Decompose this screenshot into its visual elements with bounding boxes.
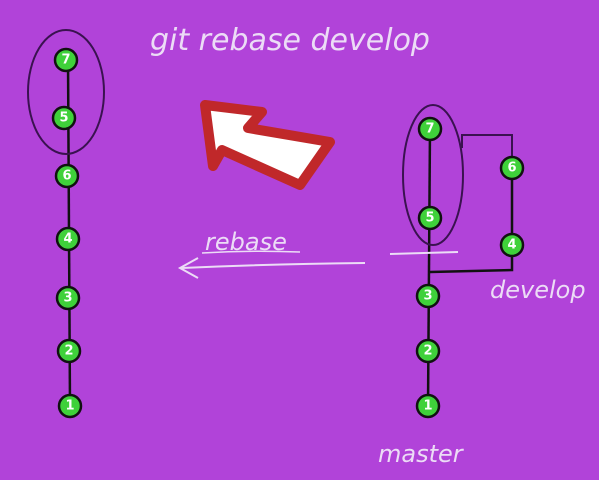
svg-text:7: 7 (425, 122, 434, 137)
master-commit-5: 5 (417, 205, 443, 231)
svg-text:3: 3 (423, 289, 432, 304)
master-branch-label: master (378, 440, 465, 468)
left-commit-5: 5 (51, 105, 77, 131)
svg-text:3: 3 (63, 291, 72, 306)
svg-text:2: 2 (423, 344, 432, 359)
svg-text:4: 4 (507, 238, 516, 253)
master-commit-3: 3 (415, 283, 441, 309)
svg-text:2: 2 (64, 344, 73, 359)
master-commit-1: 1 (415, 393, 441, 419)
svg-text:7: 7 (61, 53, 70, 68)
develop-commit-4: 4 (499, 232, 525, 258)
master-line (426, 126, 432, 409)
right-history: 7 5 3 2 1 6 4 (389, 104, 525, 419)
left-commit-3: 3 (55, 285, 81, 311)
left-commit-2: 2 (56, 338, 82, 364)
diagram-title: git rebase develop (150, 23, 430, 58)
svg-text:1: 1 (423, 399, 432, 414)
develop-link-line (461, 134, 513, 160)
rebase-arrow-icon (177, 257, 366, 279)
left-history: 7 5 6 4 3 2 1 (27, 29, 105, 419)
svg-text:6: 6 (507, 161, 516, 176)
master-commit-2: 2 (415, 338, 441, 364)
svg-text:6: 6 (62, 169, 71, 184)
develop-commit-6: 6 (499, 155, 525, 181)
left-commit-7: 7 (53, 47, 79, 73)
svg-text:5: 5 (59, 111, 68, 126)
rebase-underline (201, 250, 301, 254)
master-commit-7: 7 (417, 116, 443, 142)
develop-branch-line (429, 168, 514, 274)
left-commit-4: 4 (55, 226, 81, 252)
right-highlight-ellipse (402, 104, 464, 246)
left-commit-1: 1 (57, 393, 83, 419)
left-commit-6: 6 (54, 163, 80, 189)
cut-mark (389, 251, 459, 255)
left-highlight-ellipse (27, 29, 105, 155)
svg-text:1: 1 (65, 399, 74, 414)
develop-branch-label: develop (490, 276, 586, 304)
svg-text:4: 4 (63, 232, 72, 247)
svg-text:5: 5 (425, 211, 434, 226)
big-red-arrow-icon (200, 100, 335, 190)
